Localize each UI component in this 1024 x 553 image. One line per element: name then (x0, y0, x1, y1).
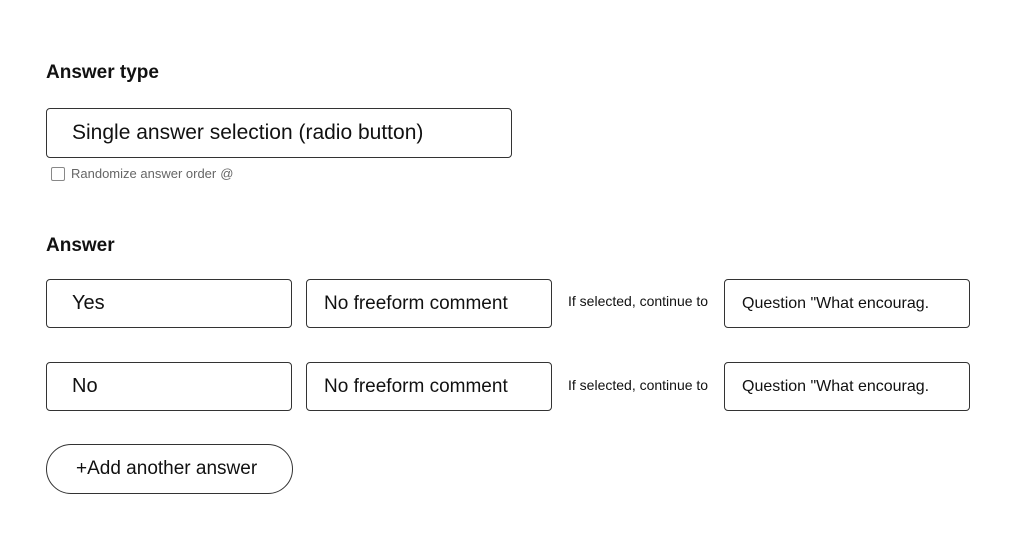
continue-select-yes[interactable]: Question "What encourag. (724, 279, 970, 328)
answer-heading: Answer (46, 235, 115, 256)
help-icon[interactable]: @ (220, 166, 234, 181)
randomize-option[interactable]: Randomize answer order @ (51, 166, 233, 181)
continue-select-no[interactable]: Question "What encourag. (724, 362, 970, 411)
randomize-label: Randomize answer order (71, 166, 217, 181)
comment-select-yes[interactable]: No freeform comment (306, 279, 552, 328)
answer-type-select[interactable]: Single answer selection (radio button) (46, 108, 512, 158)
continue-label-no: If selected, continue to (568, 377, 709, 393)
randomize-checkbox[interactable] (51, 166, 65, 181)
comment-select-no[interactable]: No freeform comment (306, 362, 552, 411)
add-answer-button[interactable]: +Add another answer (46, 444, 293, 494)
answer-input-yes[interactable]: Yes (46, 279, 292, 328)
answer-type-heading: Answer type (46, 62, 159, 83)
answer-input-no[interactable]: No (46, 362, 292, 411)
continue-label-yes: If selected, continue to (568, 293, 709, 309)
